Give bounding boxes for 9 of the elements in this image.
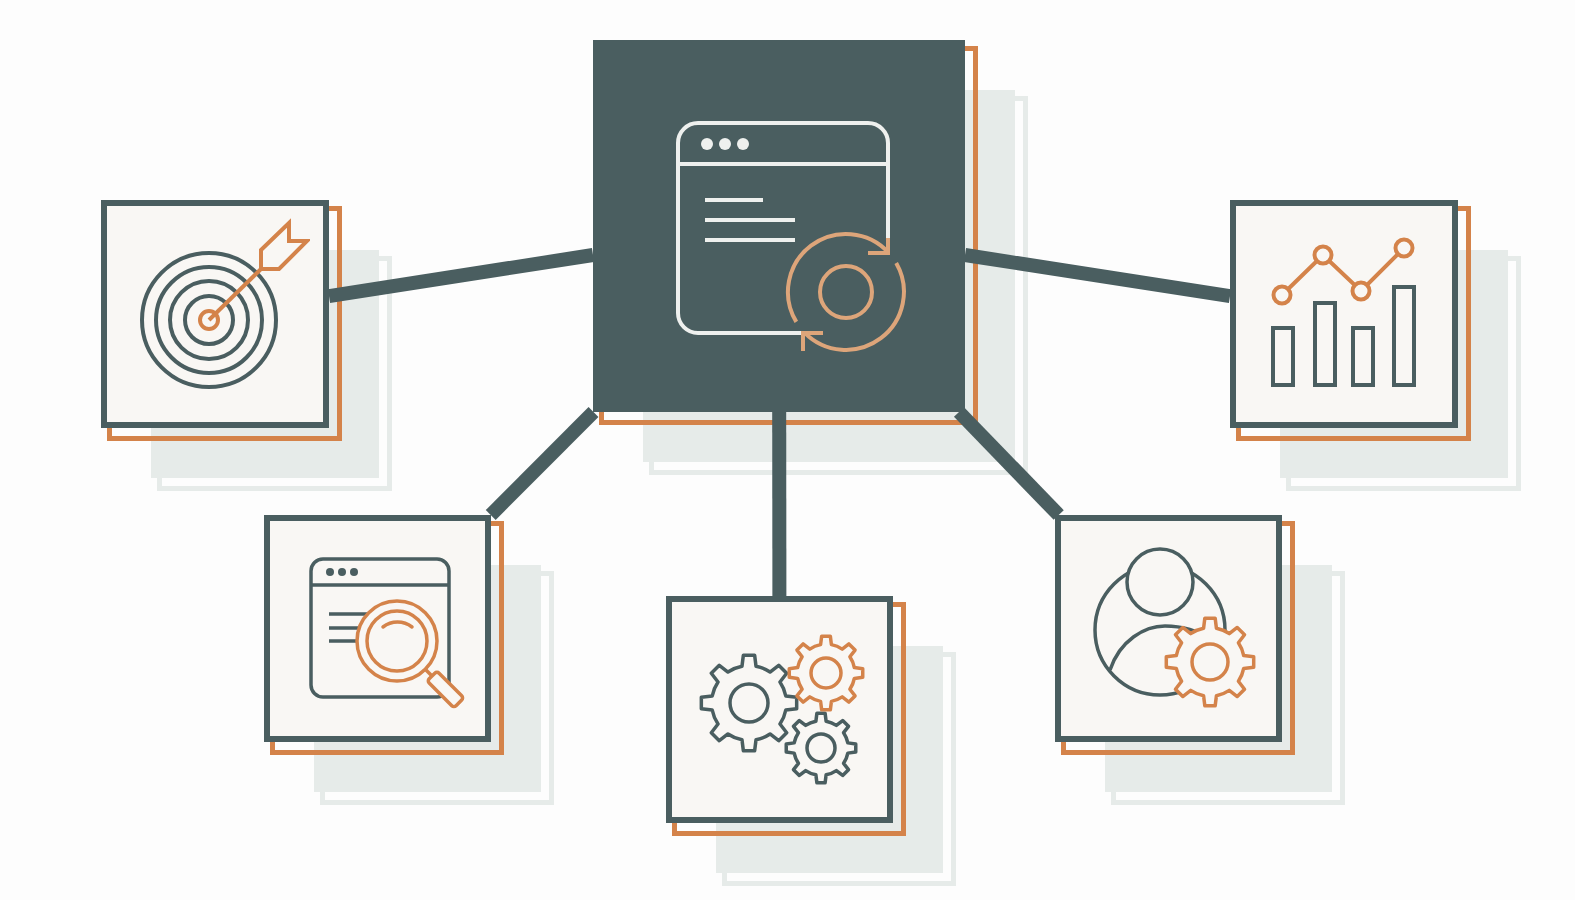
icon-card [666, 596, 893, 823]
connector-line [953, 407, 1064, 520]
connector-line [485, 407, 599, 520]
icon-card [264, 515, 491, 742]
connector-line [772, 412, 787, 596]
hub-card [593, 40, 965, 412]
icon-card [101, 200, 329, 428]
icon-card [1055, 515, 1282, 742]
icon-card [1230, 200, 1458, 428]
